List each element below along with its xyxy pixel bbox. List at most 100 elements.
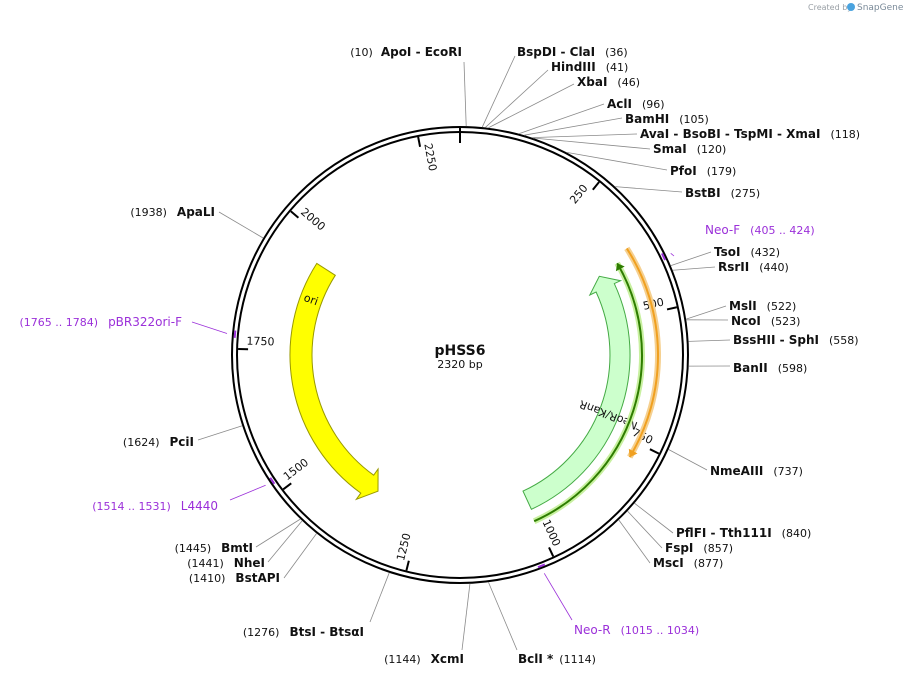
- site-label-msli[interactable]: MslI(522): [729, 299, 796, 313]
- feature-label-ori: ori: [302, 291, 320, 308]
- primer-labels: Neo-F(405 .. 424) Neo-R(1015 .. 1034) (1…: [20, 223, 815, 637]
- tick-label-1000: 1000: [539, 518, 563, 549]
- primer-mark-neo-r[interactable]: [537, 563, 546, 569]
- site-label-ncoi[interactable]: NcoI(523): [731, 314, 800, 328]
- site-label-aval-bsobi-tspmi-xmai[interactable]: AvaI - BsoBI - TspMI - XmaI(118): [640, 127, 860, 141]
- site-leader-pcii: [197, 425, 243, 441]
- site-leader-bsshii-sphi: [688, 339, 731, 342]
- site-leader-msci: [618, 519, 651, 564]
- site-leader-nhei: [267, 520, 303, 563]
- site-label-acli[interactable]: AclI(96): [607, 97, 665, 111]
- tick-label-2250: 2250: [421, 142, 439, 172]
- tick-2000: [290, 210, 300, 219]
- site-leader-lines: [191, 55, 731, 651]
- site-label-tsoi[interactable]: TsoI(432): [714, 245, 780, 259]
- site-leader-xcmi: [461, 583, 471, 651]
- site-leader-fspi: [627, 510, 663, 549]
- site-leader-apoi-ecori: [463, 61, 467, 127]
- site-leader-tsoi: [670, 251, 712, 267]
- primer-mark-neo-f[interactable]: [661, 253, 667, 261]
- tick-1250: [405, 560, 410, 571]
- primer-label-neo-f[interactable]: Neo-F(405 .. 424): [705, 223, 815, 237]
- site-label-rsrii[interactable]: RsrII(440): [718, 260, 789, 274]
- primer-mark-l4440[interactable]: [269, 477, 276, 485]
- site-label-xbai[interactable]: XbaI(46): [577, 75, 640, 89]
- tick-2250: [417, 136, 422, 147]
- site-label-pflfi-tth111i[interactable]: PflFI - Tth111I(840): [676, 526, 811, 540]
- site-label-apali[interactable]: (1938)ApaLI: [130, 205, 215, 219]
- orf-arrow-line-1[interactable]: [625, 247, 659, 458]
- primer-label-neo-r[interactable]: Neo-R(1015 .. 1034): [574, 623, 699, 637]
- plasmid-name: pHSS6: [434, 343, 485, 359]
- site-label-bamhi[interactable]: BamHI(105): [625, 112, 709, 126]
- site-leader-xbai: [488, 83, 575, 129]
- site-leader-bspdi-clai: [481, 55, 516, 128]
- site-leader-btsi-bts-i: [369, 572, 390, 623]
- site-leader-smai: [533, 137, 651, 150]
- site-label-bstapi[interactable]: (1410)BstAPI: [189, 571, 280, 585]
- tick-label-2000: 2000: [298, 205, 328, 233]
- primer-label-l4440[interactable]: (1514 .. 1531)L4440: [92, 499, 218, 513]
- primer-leader-neo-f: [670, 252, 675, 257]
- plasmid-length: 2320 bp: [437, 358, 482, 371]
- tick-750: [649, 448, 660, 455]
- orf-arrow-line-2[interactable]: [533, 262, 643, 523]
- site-label-nhei[interactable]: (1441)NheI: [187, 556, 265, 570]
- primer-leader-l4440: [229, 484, 266, 501]
- site-leader-pflfi-tth111i: [634, 502, 674, 534]
- credit-prefix: Created by: [808, 3, 852, 12]
- site-label-bspdi-clai[interactable]: BspDI - ClaI(36): [517, 45, 628, 59]
- orf-arrow-head-1: [628, 448, 638, 458]
- site-label-nmeaiii[interactable]: NmeAIII(737): [710, 464, 803, 478]
- site-label-bmti[interactable]: (1445)BmtI: [175, 541, 253, 555]
- site-leader-bmti: [255, 518, 301, 548]
- site-leader-avai-bsobi-tspmi-xmai: [531, 133, 638, 138]
- site-leader-rsrii: [672, 266, 716, 271]
- site-labels: (10)ApoI - EcoRI BspDI - ClaI(36) HindII…: [123, 45, 860, 666]
- backbone-strand-outer: [231, 126, 689, 584]
- credit-brand: SnapGene: [857, 3, 904, 13]
- site-leader-bstapi: [283, 533, 317, 579]
- feature-neor-kanr[interactable]: [522, 275, 631, 510]
- tick-500: [666, 306, 678, 311]
- site-leader-msli: [686, 305, 727, 320]
- tick-label-1250: 1250: [394, 532, 413, 562]
- site-label-bcli[interactable]: BclI *(1114): [518, 652, 596, 666]
- site-label-banii[interactable]: BanII(598): [733, 361, 807, 375]
- site-leader-bamhi: [524, 117, 623, 136]
- primer-leader-neo-r: [543, 573, 573, 621]
- snapgene-logo-icon: [847, 3, 855, 11]
- primer-label-pbr322ori-f[interactable]: (1765 .. 1784)pBR322ori-F: [20, 315, 183, 329]
- site-label-hindiii[interactable]: HindIII(41): [551, 60, 628, 74]
- tick-250: [592, 181, 600, 191]
- site-label-msci[interactable]: MscI(877): [653, 556, 723, 570]
- tick-label-250: 250: [567, 182, 590, 207]
- site-label-pcii[interactable]: (1624)PciI: [123, 435, 194, 449]
- site-label-pfoi[interactable]: PfoI(179): [670, 164, 736, 178]
- feature-ori[interactable]: [289, 262, 379, 501]
- site-label-xcmi[interactable]: (1144)XcmI: [384, 652, 464, 666]
- primer-leader-pbr322ori-f: [191, 321, 228, 334]
- tick-1000: [548, 546, 555, 557]
- site-leader-pfoi: [566, 151, 668, 171]
- site-leader-hindiii: [485, 69, 549, 128]
- site-label-apoi-ecori[interactable]: (10)ApoI - EcoRI: [350, 45, 462, 59]
- site-label-btsi-btsai[interactable]: (1276)BtsI - BtsαI: [243, 625, 364, 639]
- site-label-fspi[interactable]: FspI(857): [665, 541, 733, 555]
- site-label-bsshii-sphi[interactable]: BssHII - SphI(558): [733, 333, 859, 347]
- site-label-bstbi[interactable]: BstBI(275): [685, 186, 760, 200]
- snapgene-credit: Created by SnapGene: [808, 3, 904, 13]
- site-leader-bstbi: [615, 186, 683, 193]
- orf-arrows: [532, 246, 661, 524]
- site-label-smai[interactable]: SmaI(120): [653, 142, 726, 156]
- orf-arrow-head-2: [615, 263, 625, 272]
- tick-label-1750: 1750: [246, 335, 274, 349]
- site-leader-bcli: [488, 582, 518, 651]
- site-leader-nmeaiii: [668, 449, 708, 471]
- primer-mark-pbr322ori-f[interactable]: [233, 330, 237, 338]
- tick-label-1500: 1500: [281, 456, 311, 483]
- tick-1500: [282, 482, 292, 491]
